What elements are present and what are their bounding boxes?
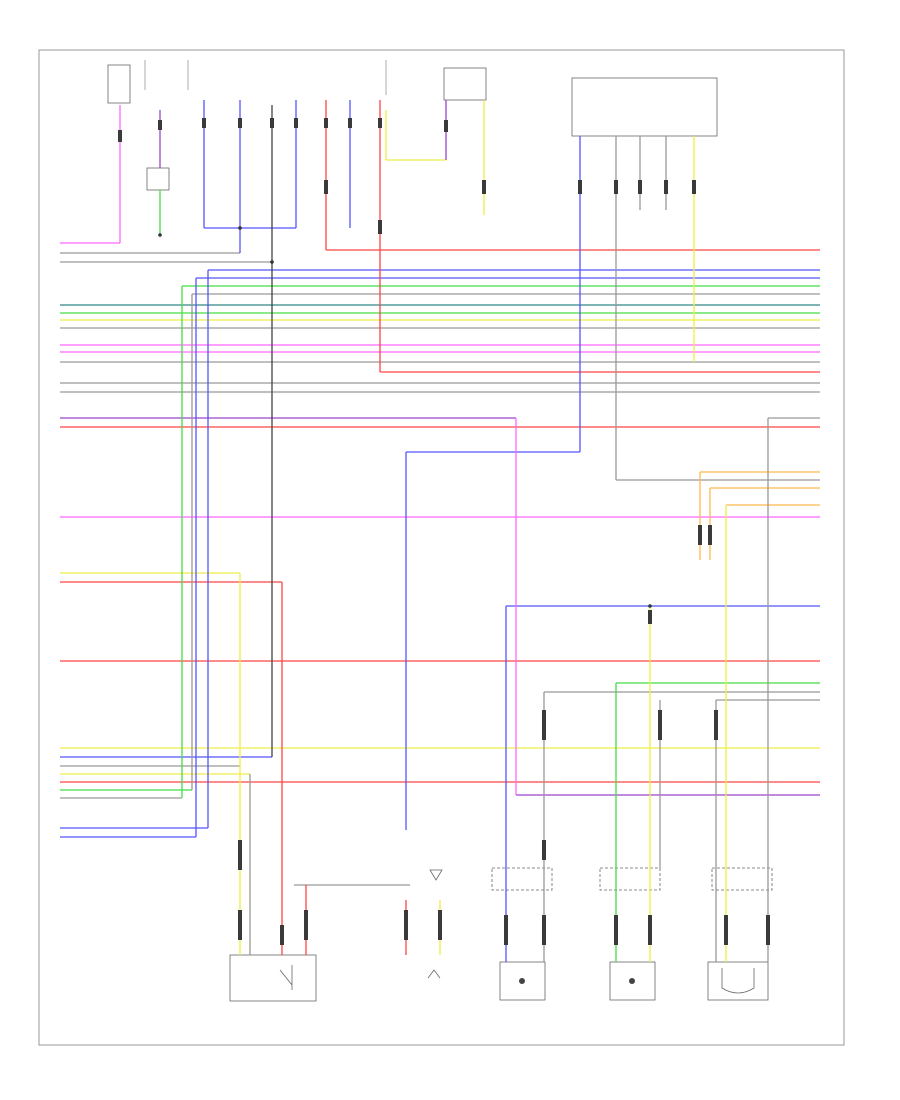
connector-icon: [614, 915, 618, 945]
connector-icon: [664, 180, 668, 194]
connector-icon: [404, 910, 408, 940]
connector-icon: [294, 118, 298, 128]
splices: [158, 226, 652, 608]
connectors: [118, 118, 770, 945]
vertical-wires: [119, 100, 769, 962]
shield-box: [599, 867, 661, 891]
connector-icon: [158, 120, 162, 130]
connector-icon: [542, 915, 546, 945]
switch-icon: [279, 965, 293, 990]
connector-icon: [202, 118, 206, 128]
component-box-center: [443, 67, 487, 101]
connector-icon: [238, 910, 242, 940]
component-box-right: [571, 77, 718, 137]
connector-icon: [504, 915, 508, 945]
sensor-icon: [629, 978, 635, 984]
connector-icon: [578, 180, 582, 194]
connector-icon: [648, 915, 652, 945]
component-box-left: [107, 64, 131, 104]
connector-icon: [324, 118, 328, 128]
connector-icon: [438, 910, 442, 940]
connector-icon: [280, 925, 284, 945]
sensor-icon: [721, 968, 755, 994]
connector-icon: [118, 130, 122, 142]
splice-dot: [648, 604, 652, 608]
horizontal-wires: [60, 159, 820, 886]
connector-icon: [708, 525, 712, 545]
connector-icon: [444, 120, 448, 132]
connector-icon: [658, 710, 662, 740]
sensor-icon: [427, 969, 441, 979]
connector-icon: [270, 118, 274, 128]
connector-icon: [238, 118, 242, 128]
component-box-bottom-1: [229, 954, 317, 1002]
splice-dot: [238, 226, 242, 230]
component-box-bottom-3: [609, 961, 656, 1001]
shield-box: [711, 867, 773, 891]
connector-icon: [698, 525, 702, 545]
splice-dot: [158, 233, 162, 237]
ground-icon: [429, 869, 443, 881]
connector-icon: [304, 910, 308, 940]
connector-icon: [614, 180, 618, 194]
connector-icon: [724, 915, 728, 945]
top-components: [107, 60, 718, 191]
connector-icon: [542, 710, 546, 740]
connector-icon: [378, 220, 382, 234]
connector-icon: [692, 180, 696, 194]
connector-icon: [714, 710, 718, 740]
bottom-components: [229, 867, 773, 1002]
sensor-icon: [519, 978, 525, 984]
connector-icon: [482, 180, 486, 194]
connector-icon: [378, 118, 382, 128]
connector-icon: [766, 915, 770, 945]
connector-icon: [348, 118, 352, 128]
component-box-small: [146, 167, 170, 191]
connector-icon: [238, 840, 242, 870]
connector-icon: [638, 180, 642, 194]
connector-icon: [542, 840, 546, 860]
component-box-bottom-4: [707, 961, 769, 1001]
connector-icon: [648, 610, 652, 624]
splice-dot: [270, 260, 274, 264]
diagram-frame: [38, 49, 845, 1046]
shield-box: [491, 867, 553, 891]
connector-icon: [324, 180, 328, 194]
component-box-bottom-2: [499, 961, 546, 1001]
